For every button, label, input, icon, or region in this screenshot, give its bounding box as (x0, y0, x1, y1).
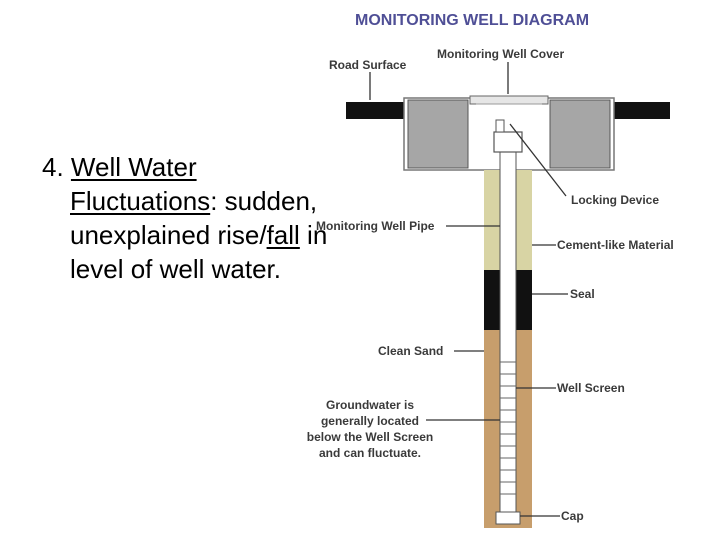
label-groundwater-1: Groundwater is (326, 398, 414, 412)
label-cap: Cap (561, 509, 584, 523)
bullet-term-part1: Well Water (70, 152, 197, 182)
bullet-term-part2: Fluctuations (70, 186, 211, 216)
well-cover-shape (469, 95, 549, 105)
label-well-cover: Monitoring Well Cover (437, 47, 564, 61)
label-groundwater-3: below the Well Screen (307, 430, 433, 444)
diagram-title: MONITORING WELL DIAGRAM (355, 12, 589, 29)
label-cement: Cement-like Material (557, 238, 674, 252)
well-screen-slots (500, 361, 516, 495)
label-clean-sand: Clean Sand (378, 344, 443, 358)
bullet-line3-b: in (299, 220, 328, 250)
vault-wall-right (549, 99, 611, 169)
label-seal: Seal (570, 287, 595, 301)
bullet-after-term: : sudden, (210, 186, 318, 216)
label-groundwater-2: generally located (321, 414, 419, 428)
bullet-line-4: level of well water. (70, 254, 281, 284)
label-road-surface: Road Surface (329, 58, 407, 72)
bullet-line3-a: unexplained rise/ (70, 220, 267, 250)
bullet-line-2: Fluctuations: sudden, (42, 184, 402, 218)
bullet-point: 4. Well Water Fluctuations: sudden, unex… (42, 150, 402, 286)
bullet-line-1: 4. Well Water (42, 150, 402, 184)
bullet-line-3: unexplained rise/fall in (42, 218, 402, 252)
label-well-screen: Well Screen (557, 381, 625, 395)
label-well-pipe: Monitoring Well Pipe (316, 219, 435, 233)
locking-device-shape (493, 131, 523, 153)
label-locking-device: Locking Device (571, 193, 659, 207)
road-surface-left (346, 102, 406, 119)
cap-shape (495, 511, 521, 525)
road-surface-right (612, 102, 670, 119)
vault-wall-left (407, 99, 469, 169)
bullet-fall-word: fall (266, 220, 300, 250)
label-groundwater-4: and can fluctuate. (319, 446, 421, 460)
bullet-number: 4. (42, 152, 71, 182)
